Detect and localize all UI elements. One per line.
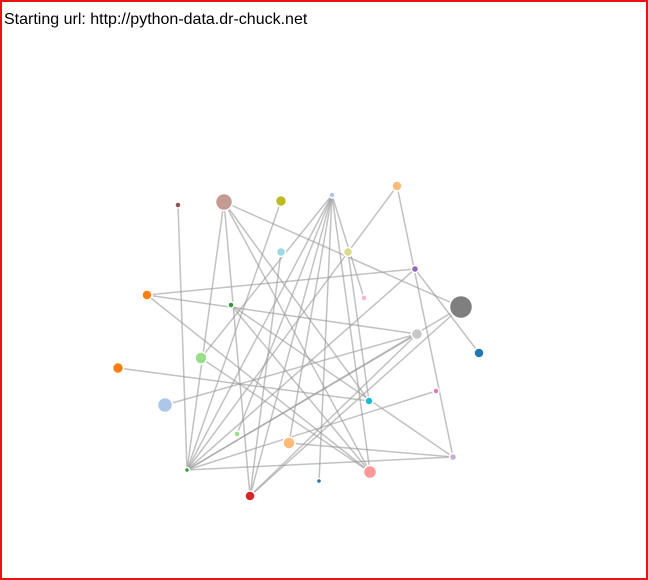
edge-n1-n25 [223, 201, 251, 497]
edge-n2-n22 [186, 200, 282, 471]
edge-n4-n21 [396, 185, 454, 458]
graph-node-n14[interactable] [194, 351, 208, 365]
edge-n12-n25 [249, 333, 418, 497]
edge-n21-n22 [186, 456, 454, 471]
graph-node-n21[interactable] [448, 452, 458, 462]
edge-n4-n22 [186, 185, 398, 471]
graph-node-n25[interactable] [244, 490, 256, 502]
edge-n5-n25 [249, 251, 282, 497]
graph-node-n9[interactable] [227, 301, 235, 309]
graph-node-n10[interactable] [360, 294, 368, 302]
edge-n21-n20 [288, 442, 454, 458]
graph-edges [117, 185, 480, 497]
edge-n3-n22 [186, 194, 333, 471]
graph-node-n19[interactable] [233, 430, 241, 438]
edge-n12-n18 [164, 333, 418, 406]
graph-node-n12[interactable] [410, 327, 424, 341]
edge-n7-n22 [186, 268, 416, 471]
edge-n3-n14 [200, 194, 333, 359]
graph-node-n13[interactable] [473, 347, 485, 359]
graph-node-n16[interactable] [364, 396, 374, 406]
edge-n8-n12 [146, 294, 418, 335]
graph-node-n7[interactable] [410, 264, 420, 274]
edge-n15-n16 [117, 367, 370, 402]
edge-n9-n24 [230, 304, 371, 473]
starting-url-value: http://python-data.dr-chuck.net [90, 11, 308, 28]
edge-n1-n24 [223, 201, 371, 473]
edge-n3-n10 [331, 194, 365, 299]
graph-node-n15[interactable] [111, 361, 125, 375]
graph-node-n1[interactable] [214, 192, 234, 212]
edge-n1-n22 [186, 201, 225, 471]
graph-node-n3[interactable] [328, 191, 336, 199]
graph-node-n0[interactable] [174, 201, 182, 209]
edge-n8-n24 [146, 294, 371, 473]
graph-node-n23[interactable] [315, 477, 323, 485]
edge-n14-n24 [200, 357, 371, 473]
graph-node-n18[interactable] [156, 396, 174, 414]
graph-node-n20[interactable] [282, 436, 296, 450]
edge-n13-n7 [414, 268, 480, 354]
edge-n9-n21 [230, 304, 454, 458]
starting-url-label: Starting url: [4, 11, 86, 28]
edge-n3-n24 [331, 194, 371, 473]
edge-n1-n16 [223, 201, 370, 402]
graph-node-n17[interactable] [432, 387, 440, 395]
graph-node-n24[interactable] [362, 464, 378, 480]
starting-url-line: Starting url: http://python-data.dr-chuc… [4, 11, 307, 29]
edge-n17-n22 [186, 390, 437, 471]
edge-n7-n8 [146, 268, 416, 296]
edge-n6-n16 [347, 251, 370, 402]
graph-nodes [111, 180, 485, 502]
graph-node-n2[interactable] [274, 194, 288, 208]
edge-n1-n11 [223, 201, 462, 308]
edge-n12-n22 [186, 333, 418, 471]
graph-node-n22[interactable] [183, 466, 191, 474]
graph-node-n4[interactable] [391, 180, 403, 192]
graph-node-n11[interactable] [448, 294, 474, 320]
graph-node-n5[interactable] [275, 246, 287, 258]
edge-n0-n22 [177, 204, 188, 471]
graph-node-n6[interactable] [342, 246, 354, 258]
graph-node-n8[interactable] [141, 289, 153, 301]
